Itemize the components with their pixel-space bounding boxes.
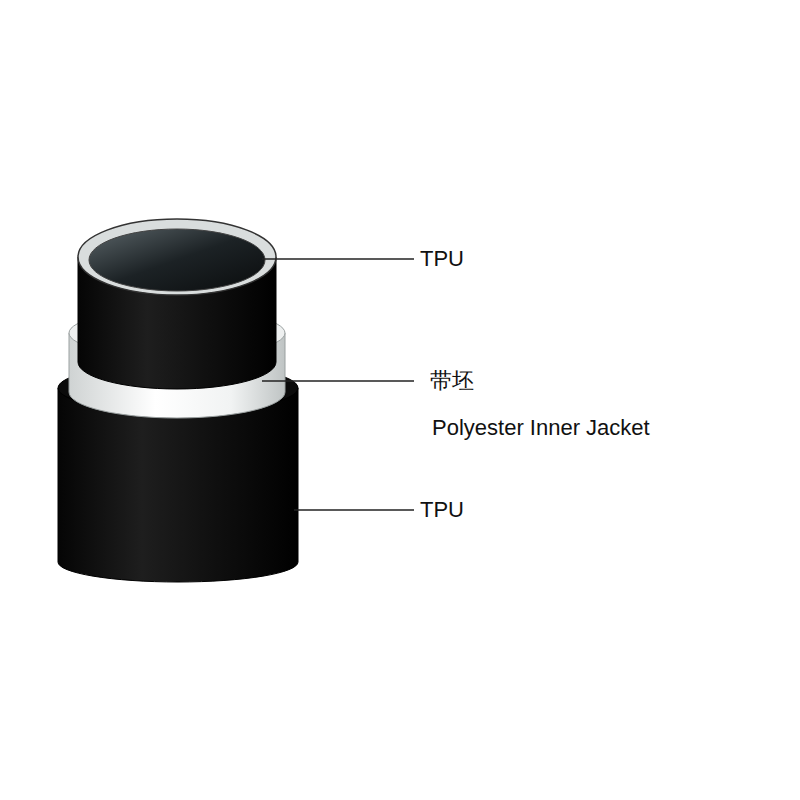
part-label: Polyester Inner Jacket (432, 415, 650, 441)
inner-tpu-face (89, 229, 265, 291)
leader-line (262, 258, 414, 260)
leader-line (294, 509, 414, 511)
part-label: 带坯 (430, 368, 474, 394)
inner-tpu-rim (78, 219, 276, 295)
part-label: TPU (420, 246, 464, 272)
part-label: TPU (420, 497, 464, 523)
leader-line (262, 380, 414, 382)
